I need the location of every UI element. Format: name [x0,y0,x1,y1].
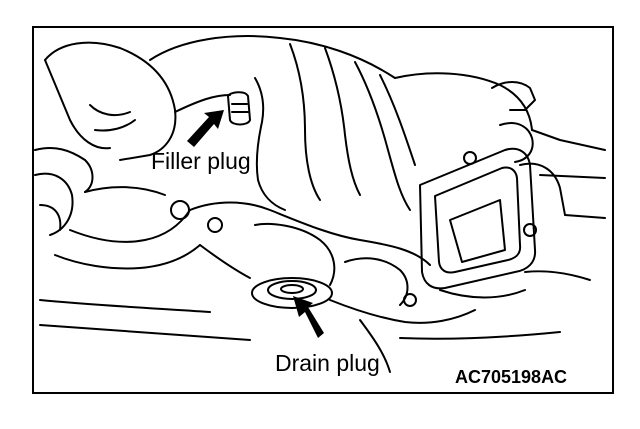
housing-outline [394,72,533,131]
housing-outline [344,257,409,306]
housing-outline [524,270,591,281]
bolt-boss [491,81,536,111]
bolt-boss [499,122,534,163]
bolt-head [403,293,417,307]
housing-rib [354,61,411,211]
filler-plug-arrow [187,110,224,147]
drain-plug-center [280,284,304,294]
housing-rib [324,47,361,196]
housing-outline [254,222,336,286]
filler-plug-hex [231,103,249,113]
crossmember-outline [39,299,211,313]
housing-outline [149,35,396,79]
filler-plug [227,91,251,126]
component-outline [359,319,391,373]
housing-rib [289,43,321,201]
component-outline [44,41,177,161]
housing-outline [439,289,526,299]
housing-outline [531,129,606,151]
component-outline [89,104,131,117]
bolt-head [170,200,190,220]
housing-rib [254,77,286,211]
component-outline [54,244,201,270]
housing-outline [199,244,251,279]
cover-plate [419,147,537,290]
component-outline [39,204,62,231]
drain-plug-label: Drain plug [275,350,380,376]
drain-plug-boss [251,277,333,309]
component-outline [94,119,136,132]
crossmember-outline [399,331,561,340]
cover-plate-recess [449,199,506,263]
housing-outline [519,162,566,216]
housing-outline [174,94,231,113]
housing-outline [539,174,606,179]
housing-rib [379,74,416,166]
component-outline [69,209,191,243]
component-outline [44,59,111,150]
drain-plug [267,280,317,300]
housing-outline [329,299,476,324]
housing-outline [564,214,606,219]
component-outline [34,147,94,193]
housing-outline [189,201,431,266]
cover-plate-inner [434,166,522,274]
crossmember-outline [39,324,251,341]
component-outline [34,172,74,236]
figure-code: AC705198AC [455,367,568,387]
component-outline [84,186,166,196]
bolt-head [463,151,477,165]
figure-border [32,26,614,394]
bolt-head [523,223,537,237]
bolt-head [207,217,223,233]
filler-plug-label: Filler plug [151,148,251,174]
drain-plug-arrow [293,296,324,338]
